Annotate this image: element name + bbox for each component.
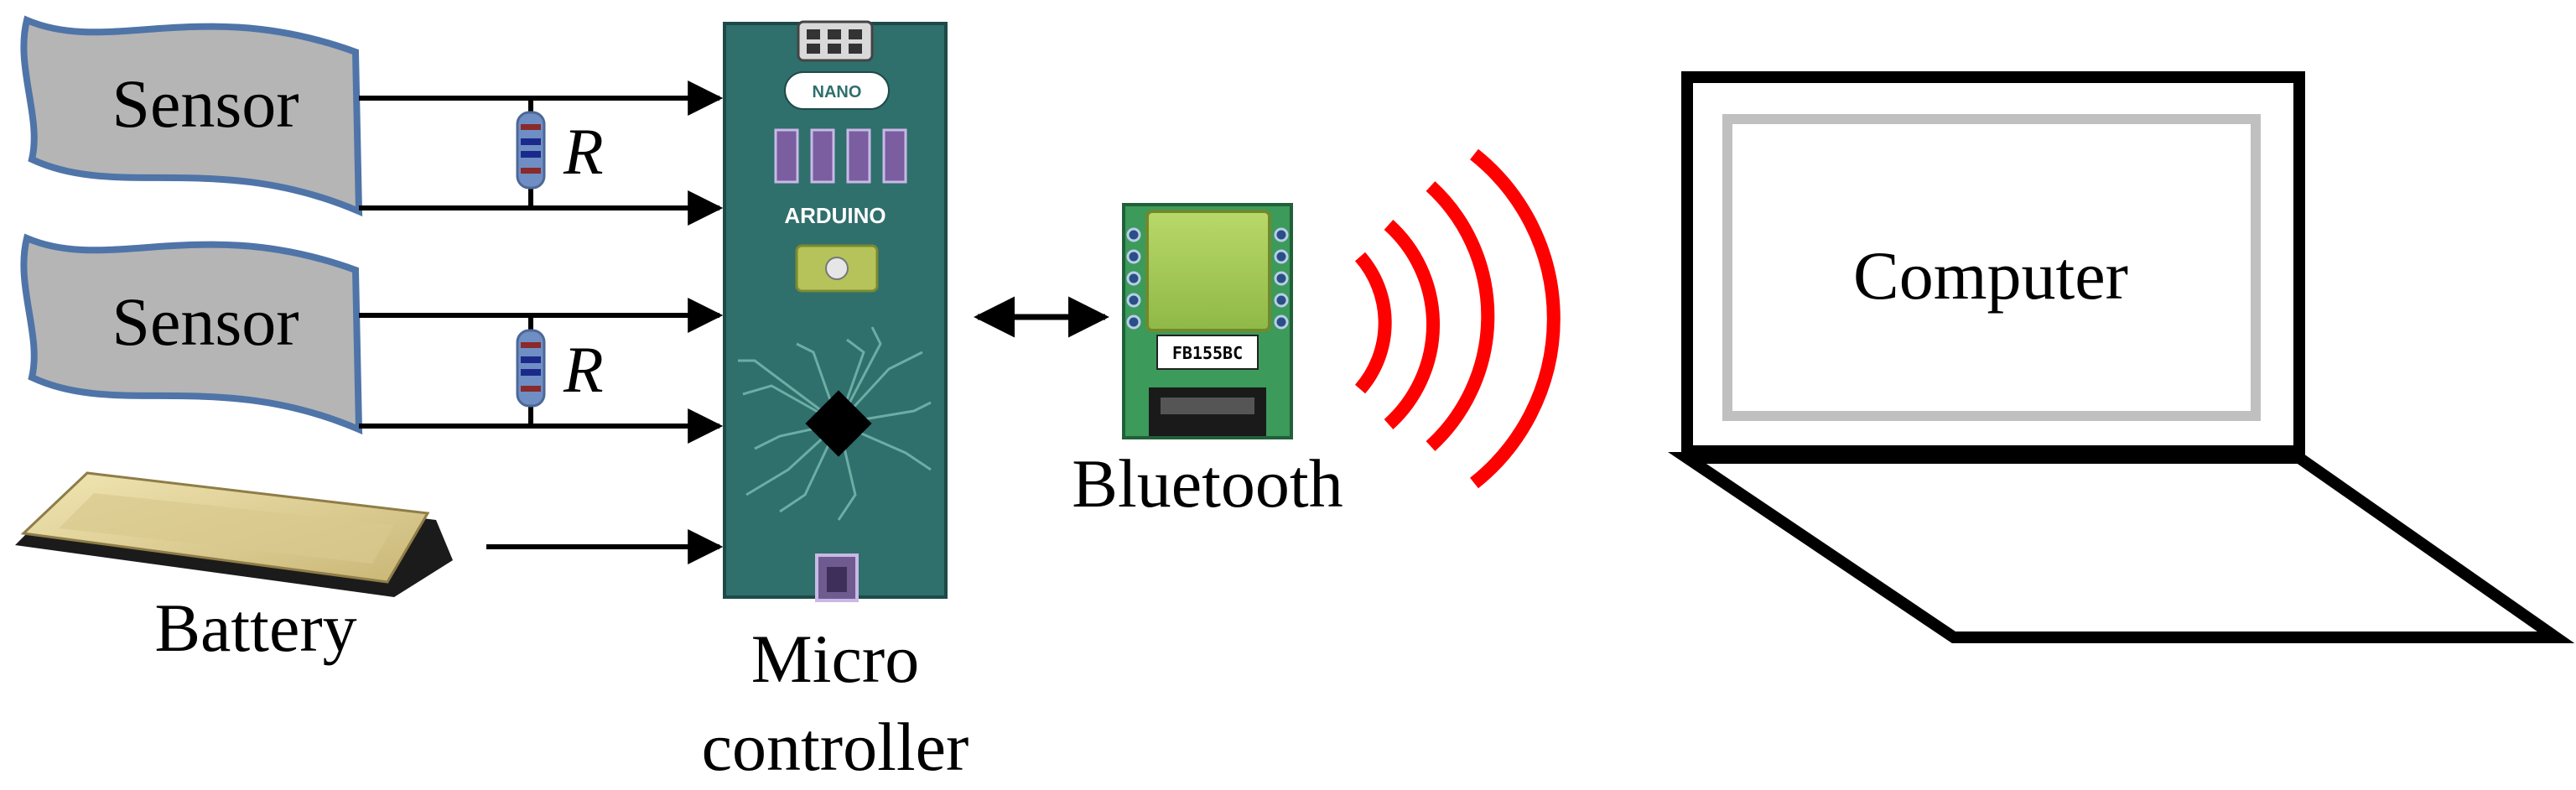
arduino-brand: ARDUINO	[784, 203, 886, 228]
sensor-2-label: Sensor	[112, 283, 299, 360]
microcontroller-caption-line1: Micro	[751, 621, 919, 697]
resistor-2-label: R	[563, 333, 604, 406]
sensor-1-strip	[20, 15, 363, 217]
laptop-screen	[1722, 114, 2261, 421]
bluetooth-module: FB155BC	[1122, 203, 1293, 439]
laptop	[1668, 71, 2575, 643]
nano-badge-label: NANO	[813, 83, 862, 101]
nano-badge	[784, 71, 890, 110]
computer-label: Computer	[1853, 237, 2128, 314]
sensor-2-strip	[20, 233, 363, 435]
signal-wave-1	[1354, 252, 1392, 394]
sensor-1: Sensor	[20, 15, 363, 217]
mcu-chip	[805, 390, 872, 457]
signal-wave-2	[1384, 220, 1441, 429]
microcontroller-caption-line2: controller	[702, 709, 969, 785]
sensor-1-label: Sensor	[112, 65, 299, 142]
resistor-2	[516, 329, 546, 408]
wireless-signal-icon	[1354, 148, 1561, 489]
resistor-1	[516, 111, 546, 190]
sensor-2: Sensor	[20, 233, 363, 435]
signal-wave-3	[1426, 181, 1495, 451]
battery-label: Battery	[154, 590, 356, 666]
resistor-1-label: R	[563, 115, 604, 188]
bluetooth-caption: Bluetooth	[1072, 445, 1343, 522]
bluetooth-chip-label: FB155BC	[1172, 343, 1243, 363]
laptop-base	[1668, 452, 2575, 643]
signal-wave-4	[1470, 148, 1561, 489]
arduino-board: NANO ARDUINO	[723, 20, 948, 602]
battery	[15, 471, 453, 597]
